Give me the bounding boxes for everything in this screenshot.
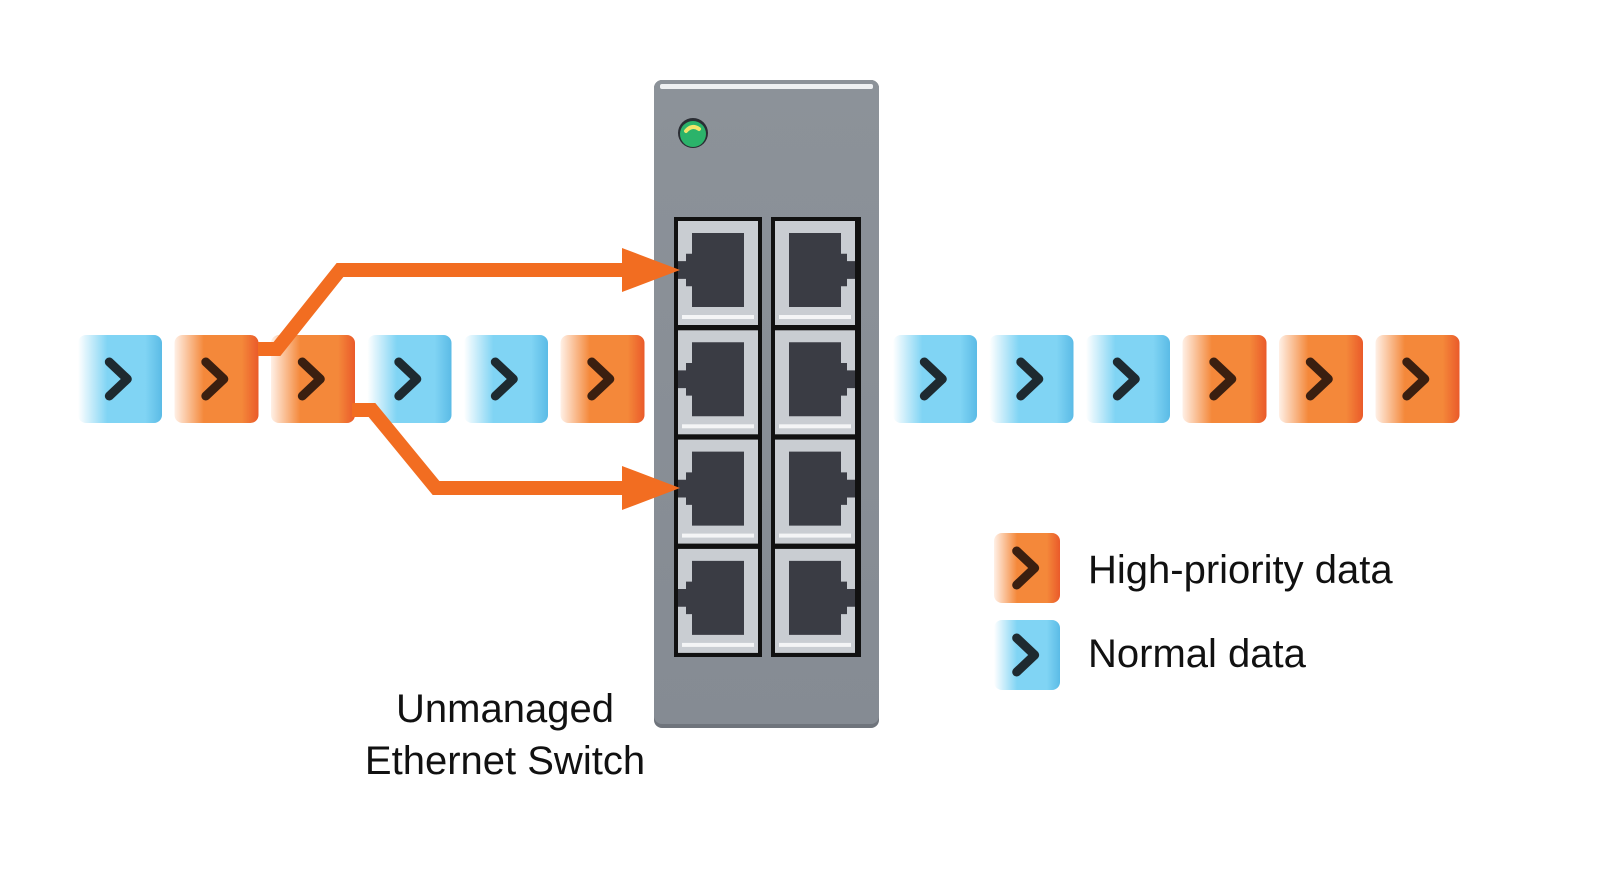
chevron-right-icon [1012, 546, 1040, 590]
high-packet-box [1375, 335, 1460, 423]
legend [994, 533, 1060, 690]
high-packet-box [1182, 335, 1267, 423]
legend-high-priority-label: High-priority data [1088, 548, 1393, 592]
chevron-right-icon [1016, 357, 1044, 401]
arrowhead-bottom-icon [622, 466, 680, 510]
ethernet-port-icon [775, 548, 855, 653]
chevron-right-icon [490, 357, 518, 401]
chevron-right-icon [1305, 357, 1333, 401]
legend-normal-swatch [994, 620, 1060, 690]
ethernet-switch [654, 80, 879, 728]
normal-packet-box [893, 335, 977, 423]
outgoing-packet-stream [893, 335, 1460, 423]
switch-top-highlight [660, 84, 873, 89]
high-packet-box [994, 533, 1060, 603]
normal-packet-box [994, 620, 1060, 690]
high-packet-box [1279, 335, 1363, 423]
incoming-packet-normal [464, 335, 548, 423]
normal-packet-box [367, 335, 452, 423]
chevron-right-icon [297, 357, 325, 401]
incoming-packet-high [174, 335, 259, 423]
route-line-bottom [352, 403, 630, 495]
ethernet-port-icon [775, 439, 855, 544]
high-packet-box [271, 335, 355, 423]
outgoing-packet-normal [1086, 335, 1170, 423]
normal-packet-box [989, 335, 1074, 423]
ethernet-port-icon [678, 548, 758, 653]
chevron-right-icon [1209, 357, 1237, 401]
normal-packet-box [464, 335, 548, 423]
chevron-right-icon [1402, 357, 1430, 401]
chevron-right-icon [201, 357, 229, 401]
incoming-packet-high [271, 335, 355, 423]
status-led-icon [678, 118, 708, 148]
chevron-right-icon [587, 357, 615, 401]
ethernet-port-icon [678, 330, 758, 435]
outgoing-packet-high [1375, 335, 1460, 423]
ethernet-port-icon [775, 221, 855, 325]
high-packet-box [560, 335, 645, 423]
high-packet-box [174, 335, 259, 423]
incoming-packet-normal [367, 335, 452, 423]
chevron-right-icon [1012, 633, 1040, 677]
outgoing-packet-high [1182, 335, 1267, 423]
chevron-right-icon [394, 357, 422, 401]
switch-label-line2: Ethernet Switch [364, 739, 646, 783]
legend-normal-label: Normal data [1088, 632, 1306, 676]
chevron-right-icon [919, 357, 947, 401]
incoming-packet-normal [78, 335, 162, 423]
normal-packet-box [78, 335, 162, 423]
incoming-packet-high [560, 335, 645, 423]
chevron-right-icon [104, 357, 132, 401]
ethernet-port-icon [678, 439, 758, 544]
legend-high-priority-swatch [994, 533, 1060, 603]
incoming-packet-stream [78, 335, 645, 423]
ethernet-port-icon [678, 221, 758, 325]
priority-route-bottom [352, 403, 680, 510]
port-grid [674, 217, 861, 657]
ethernet-port-icon [775, 330, 855, 435]
normal-packet-box [1086, 335, 1170, 423]
outgoing-packet-normal [893, 335, 977, 423]
priority-route-top [258, 248, 680, 356]
switch-label: Unmanaged Ethernet Switch [330, 683, 680, 787]
arrowhead-top-icon [622, 248, 680, 292]
chevron-right-icon [1112, 357, 1140, 401]
outgoing-packet-normal [989, 335, 1074, 423]
switch-label-line1: Unmanaged [396, 687, 614, 731]
outgoing-packet-high [1279, 335, 1363, 423]
route-line-top [258, 263, 630, 356]
